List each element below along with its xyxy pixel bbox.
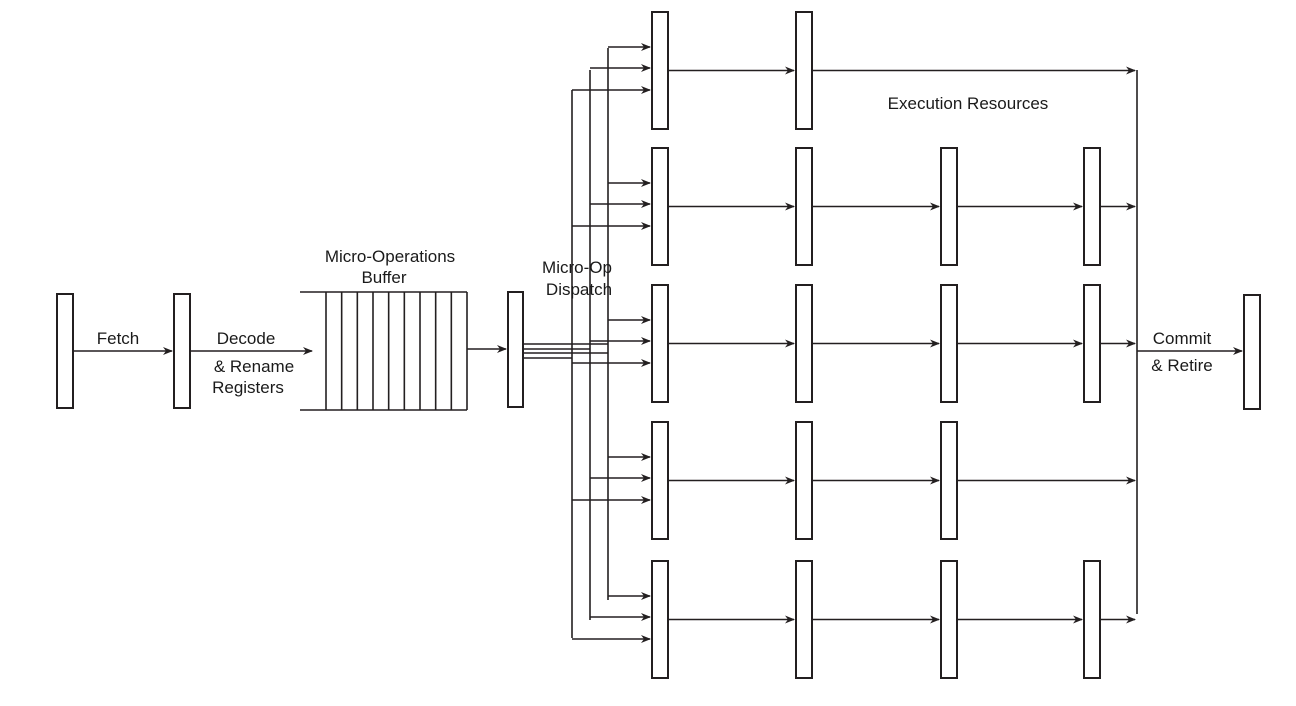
execution-stage-latch (651, 11, 669, 130)
execution-stage-latch (1083, 560, 1101, 679)
execution-stage-latch (795, 560, 813, 679)
decode-label: Decode (217, 329, 276, 348)
execution-stage-latch (795, 147, 813, 266)
retire-latch (1243, 294, 1261, 410)
commit-label: Commit (1153, 329, 1212, 348)
execution-resources-label: Execution Resources (888, 94, 1049, 113)
buffer-subtitle: Buffer (361, 268, 406, 287)
execution-stage-latch (795, 11, 813, 130)
fetch-label: Fetch (97, 329, 140, 348)
execution-stage-latch (940, 147, 958, 266)
execution-stage-latch (1083, 284, 1101, 403)
execution-unit (651, 284, 1136, 403)
execution-stage-latch (651, 147, 669, 266)
fetch-latch (56, 293, 74, 409)
execution-stage-latch (651, 284, 669, 403)
execution-unit (651, 147, 1136, 266)
retire-label: & Retire (1151, 356, 1212, 375)
execution-unit (651, 560, 1136, 679)
execution-stage-latch (1083, 147, 1101, 266)
buffer-title: Micro-Operations (325, 247, 455, 266)
execution-stage-latch (940, 560, 958, 679)
execution-stage-latch (940, 284, 958, 403)
registers-label: Registers (212, 378, 284, 397)
execution-stage-latch (795, 284, 813, 403)
dispatch-latch (507, 291, 524, 408)
execution-stage-latch (651, 560, 669, 679)
execution-stage-latch (940, 421, 958, 540)
decode-latch (173, 293, 191, 409)
micro-ops-buffer (300, 291, 468, 411)
dispatch-wires (523, 43, 651, 643)
rename-label: & Rename (214, 357, 294, 376)
execution-stage-latch (651, 421, 669, 540)
execution-units (651, 11, 1136, 679)
dispatch-subtitle: Dispatch (546, 280, 612, 299)
execution-unit (651, 11, 1136, 130)
dispatch-title: Micro-Op (542, 258, 612, 277)
execution-unit (651, 421, 1136, 540)
execution-stage-latch (795, 421, 813, 540)
